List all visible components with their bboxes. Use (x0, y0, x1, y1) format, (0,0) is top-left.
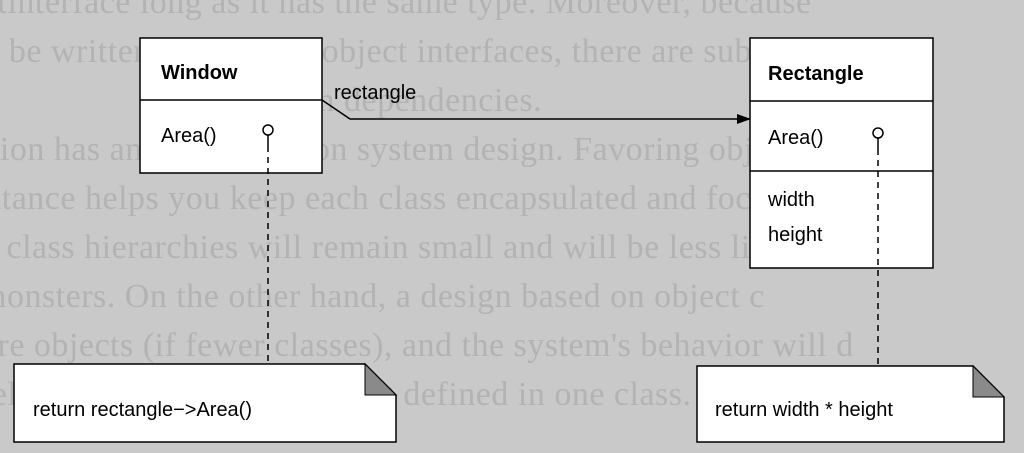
window-operation-area: Area() (161, 125, 217, 147)
rectangle-note-folded-corner (972, 364, 1006, 398)
rectangle-note-text: return width * height (715, 399, 893, 421)
rectangle-attribute-width: width (767, 189, 815, 211)
window-note-folded-corner (364, 362, 398, 396)
window-note: return rectangle−>Area() (13, 362, 398, 443)
rectangle-operation-area: Area() (768, 127, 824, 149)
rectangle-note: return width * height (696, 364, 1006, 443)
rectangle-class-box (749, 37, 934, 269)
window-class-box (139, 37, 323, 174)
rectangle-class: Rectangle Area() width height (749, 37, 934, 269)
window-note-text: return rectangle−>Area() (33, 399, 252, 421)
window-note-box (13, 363, 397, 443)
rectangle-attribute-height: height (768, 224, 823, 246)
association-window-rectangle: rectangle (321, 82, 751, 124)
association-label: rectangle (334, 82, 416, 104)
rectangle-note-box (696, 365, 1005, 443)
window-class: Window Area() (139, 37, 323, 174)
association-line (321, 99, 751, 124)
window-class-name: Window (161, 62, 238, 84)
rectangle-class-name: Rectangle (768, 63, 864, 85)
